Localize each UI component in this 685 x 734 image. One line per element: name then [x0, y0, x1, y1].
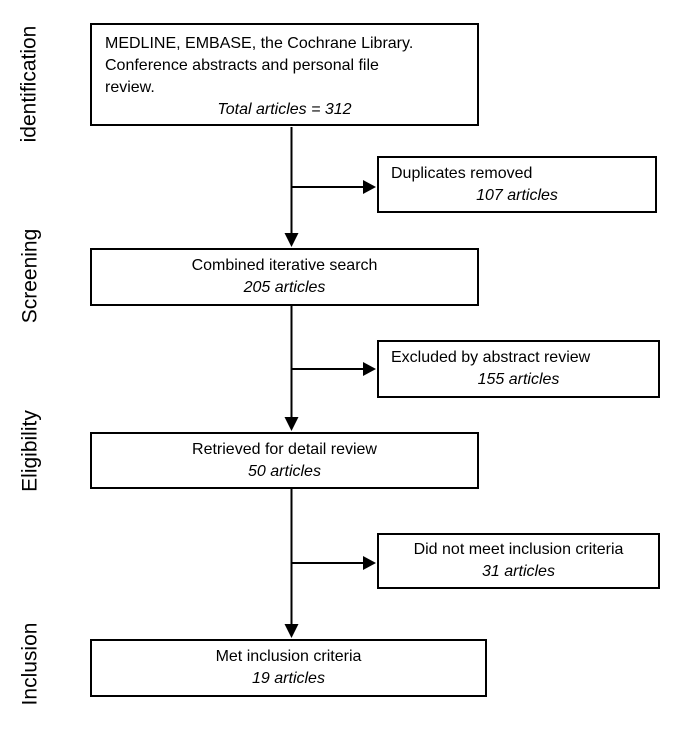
retrieved-count: 50 articles — [248, 462, 321, 480]
met-title: Met inclusion criteria — [215, 648, 362, 665]
retrieved-title: Retrieved for detail review — [192, 440, 377, 458]
sources-line-3: review. — [105, 79, 155, 96]
box-identification-sources: MEDLINE, EMBASE, the Cochrane Library. C… — [90, 23, 479, 126]
stage-label-inclusion: Inclusion — [18, 622, 42, 706]
sources-line-1: MEDLINE, EMBASE, the Cochrane Library. — [105, 35, 414, 52]
box-excluded-by-abstract-review: Excluded by abstract review 155 articles — [377, 340, 660, 398]
notmet-count: 31 articles — [482, 563, 555, 580]
sources-line-2: Conference abstracts and personal file — [105, 57, 379, 74]
duplicates-count: 107 articles — [476, 186, 558, 204]
box-did-not-meet-inclusion-criteria: Did not meet inclusion criteria 31 artic… — [377, 533, 660, 589]
arrowhead-right-duplicates — [363, 180, 376, 194]
box-combined-iterative-search: Combined iterative search 205 articles — [90, 248, 479, 306]
arrowhead-down-combined — [284, 233, 299, 247]
arrowhead-down-met — [284, 624, 299, 638]
arrowhead-down-retrieved — [284, 417, 299, 431]
sources-total-count: Total articles = 312 — [217, 101, 352, 118]
stage-label-eligibility: Eligibility — [18, 410, 42, 492]
combined-count: 205 articles — [243, 279, 326, 296]
stage-label-identification: identification — [17, 25, 41, 143]
met-count: 19 articles — [252, 670, 325, 687]
box-duplicates-removed: Duplicates removed 107 articles — [377, 156, 657, 213]
excluded-title: Excluded by abstract review — [391, 349, 591, 366]
arrowhead-right-notmet — [363, 556, 376, 570]
stage-label-screening: Screening — [18, 228, 42, 324]
box-met-inclusion-criteria: Met inclusion criteria 19 articles — [90, 639, 487, 697]
arrowhead-right-excluded — [363, 362, 376, 376]
excluded-count: 155 articles — [477, 371, 560, 388]
duplicates-title: Duplicates removed — [391, 164, 533, 182]
notmet-title: Did not meet inclusion criteria — [413, 541, 624, 558]
box-retrieved-for-detail-review: Retrieved for detail review 50 articles — [90, 432, 479, 489]
combined-title: Combined iterative search — [191, 257, 378, 274]
